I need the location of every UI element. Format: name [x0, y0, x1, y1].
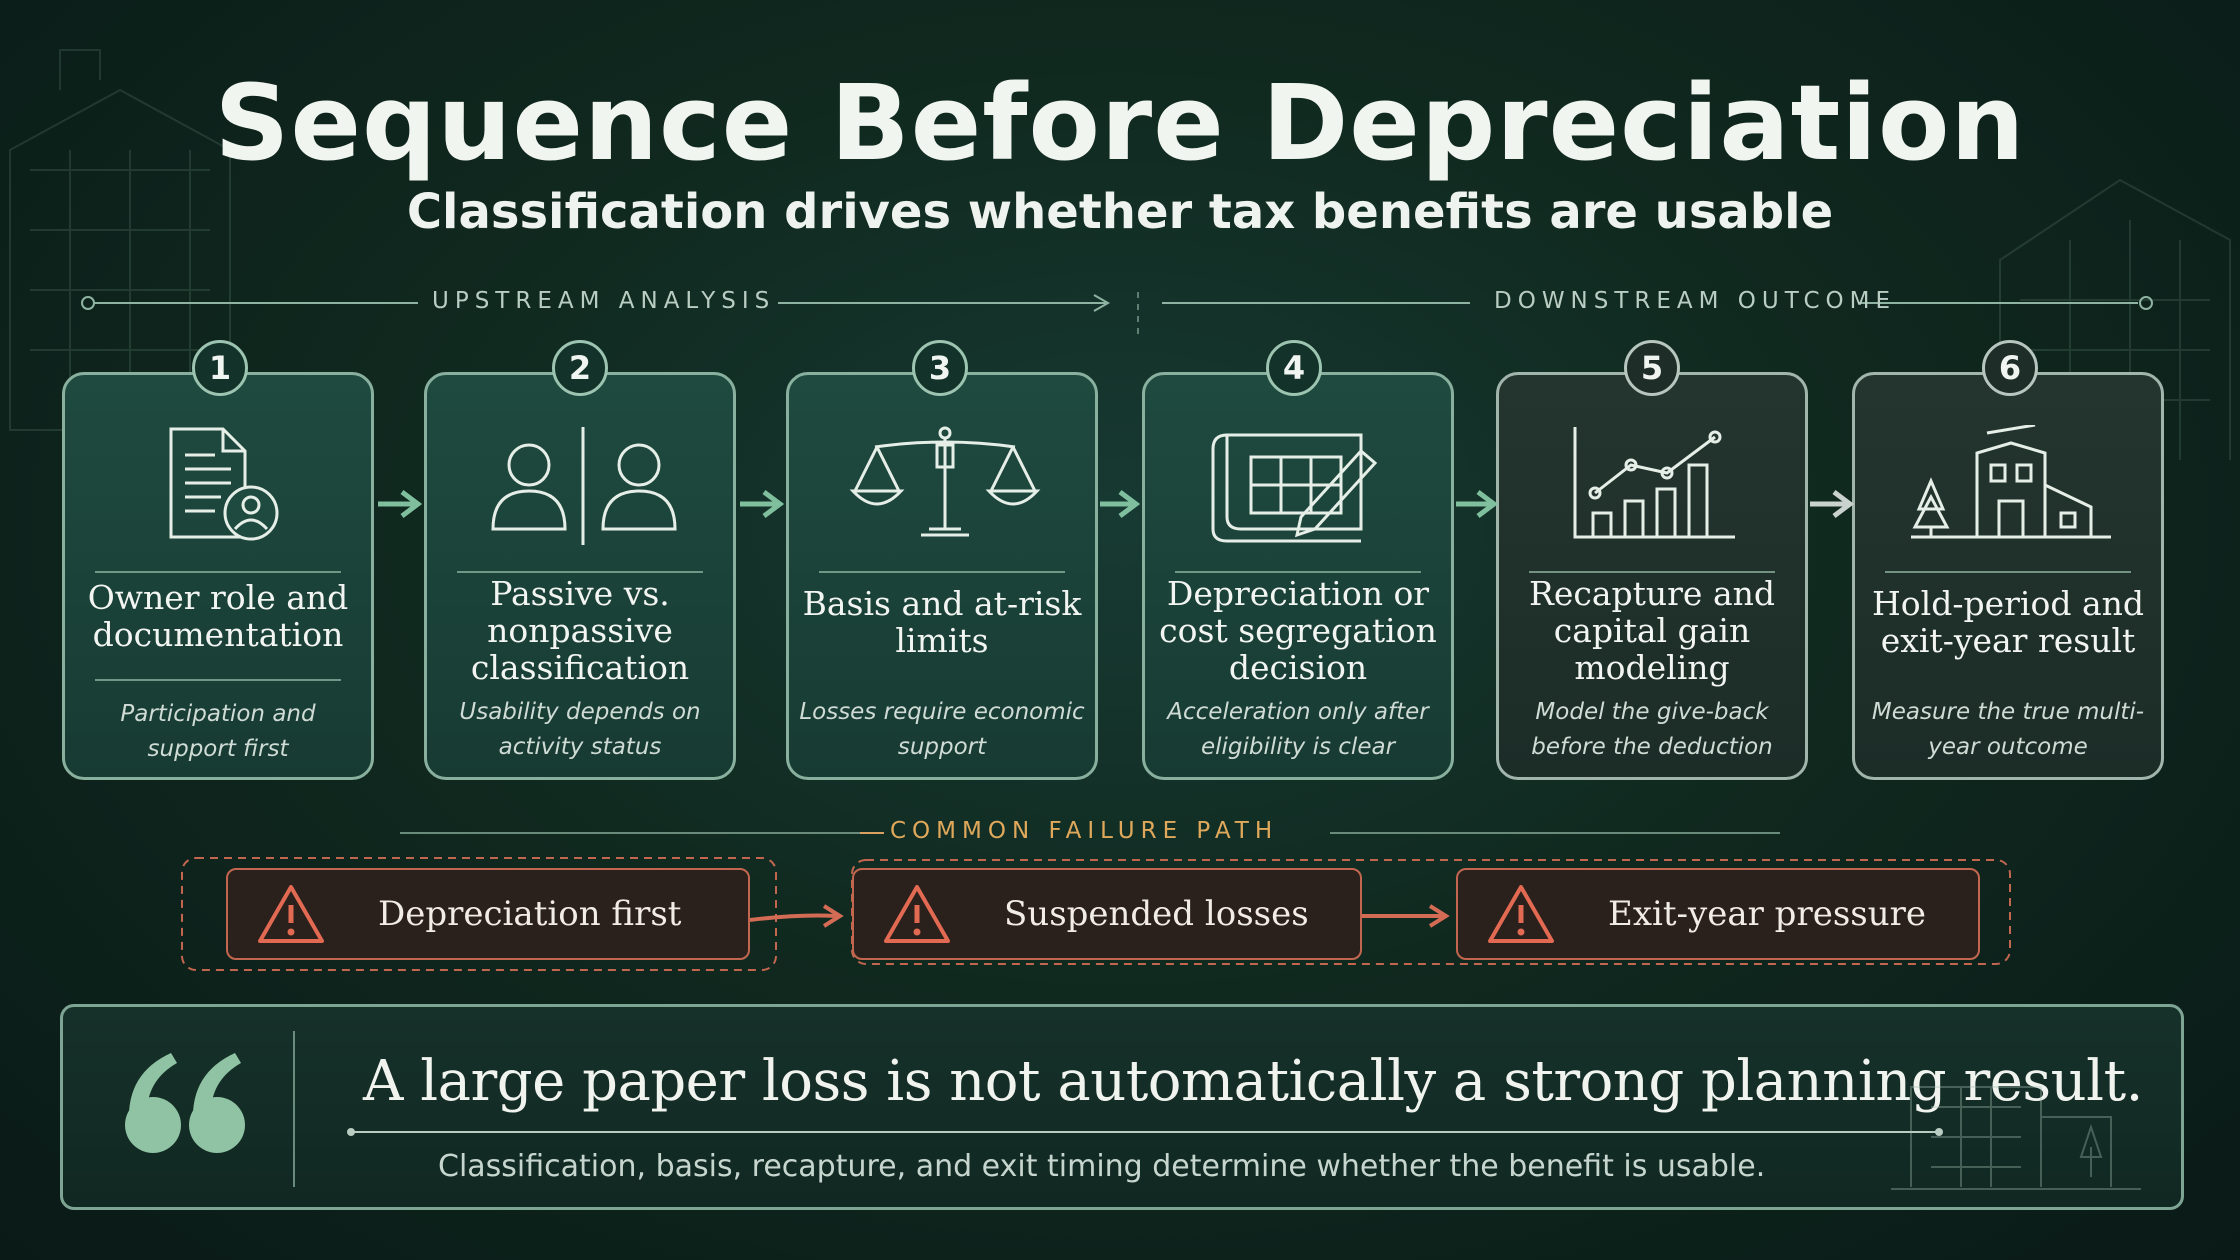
card-divider — [95, 571, 341, 573]
upstream-analysis-label: UPSTREAM ANALYSIS — [432, 288, 776, 314]
bar-line-chart-icon — [1573, 427, 1735, 539]
key-takeaway-panel: A large paper loss is not automatically … — [60, 1004, 2184, 1210]
card-divider — [457, 571, 703, 573]
step-card-5: Recapture and capital gain modeling Mode… — [1496, 372, 1808, 780]
arrow-right-icon — [1456, 490, 1499, 518]
step-description: Losses require economic support — [799, 699, 1085, 760]
section-rails — [81, 292, 2153, 340]
step-number-badge: 4 — [1266, 340, 1322, 396]
page-subtitle: Classification drives whether tax benefi… — [406, 184, 1834, 240]
failure-step-1: Depreciation first — [226, 868, 750, 960]
card-divider — [1175, 571, 1421, 573]
step-card-1: Owner role and documentation Participati… — [62, 372, 374, 780]
card-divider — [819, 571, 1065, 573]
card-divider — [95, 679, 341, 681]
step-description: Model the give-back before the deduction — [1531, 699, 1773, 760]
step-title: Recapture and capital gain modeling — [1528, 574, 1776, 687]
step-card-3: Basis and at-risk limits Losses require … — [786, 372, 1098, 780]
step-description: Measure the true multi-year outcome — [1871, 699, 2145, 760]
failure-step-label: Exit-year pressure — [1608, 894, 1926, 934]
blueprint-pencil-icon — [1211, 433, 1378, 543]
card-divider — [1529, 571, 1775, 573]
step-description: Acceleration only after eligibility is c… — [1167, 699, 1429, 760]
quote-subtext: Classification, basis, recapture, and ex… — [438, 1149, 1766, 1184]
two-people-icon — [491, 427, 677, 545]
step-card-6: Hold-period and exit-year result Measure… — [1852, 372, 2164, 780]
failure-step-3: Exit-year pressure — [1456, 868, 1980, 960]
arrow-right-icon — [740, 490, 785, 518]
arrow-right-icon — [1100, 490, 1141, 518]
step-number-badge: 3 — [912, 340, 968, 396]
failure-step-label: Suspended losses — [1004, 894, 1309, 934]
quote-divider — [293, 1031, 295, 1187]
card-divider — [1885, 571, 2131, 573]
step-description: Participation and support first — [120, 701, 316, 762]
failure-path-label: COMMON FAILURE PATH — [890, 818, 1279, 844]
step-title: Basis and at-risk limits — [802, 584, 1082, 660]
arrow-right-icon — [1810, 490, 1855, 518]
step-number-badge: 2 — [552, 340, 608, 396]
balance-scale-icon — [849, 426, 1041, 537]
warning-icon — [884, 885, 950, 943]
quote-text: A large paper loss is not automatically … — [363, 1049, 2143, 1114]
step-title: Hold-period and exit-year result — [1872, 584, 2144, 660]
step-title: Passive vs. nonpassive classification — [470, 574, 690, 687]
document-person-icon — [169, 427, 279, 541]
step-number-badge: 1 — [192, 340, 248, 396]
failure-step-2: Suspended losses — [852, 868, 1362, 960]
quote-mark-icon — [125, 1053, 245, 1153]
building-sketch-decor — [1891, 1086, 2141, 1190]
warning-icon — [258, 885, 324, 943]
step-card-2: Passive vs. nonpassive classification Us… — [424, 372, 736, 780]
downstream-outcome-label: DOWNSTREAM OUTCOME — [1494, 288, 1896, 314]
arrow-right-icon — [378, 490, 423, 518]
step-card-4: Depreciation or cost segregation decisio… — [1142, 372, 1454, 780]
building-tree-icon — [1911, 425, 2111, 539]
failure-step-label: Depreciation first — [378, 894, 682, 934]
page-title: Sequence Before Depreciation — [214, 62, 2026, 184]
step-title: Depreciation or cost segregation decisio… — [1159, 574, 1437, 687]
step-description: Usability depends on activity status — [459, 699, 701, 760]
step-number-badge: 6 — [1982, 340, 2038, 396]
step-title: Owner role and documentation — [87, 578, 349, 654]
quote-underline — [347, 1128, 1943, 1136]
warning-icon — [1488, 885, 1554, 943]
step-number-badge: 5 — [1624, 340, 1680, 396]
step-flow-arrows — [378, 490, 1855, 518]
